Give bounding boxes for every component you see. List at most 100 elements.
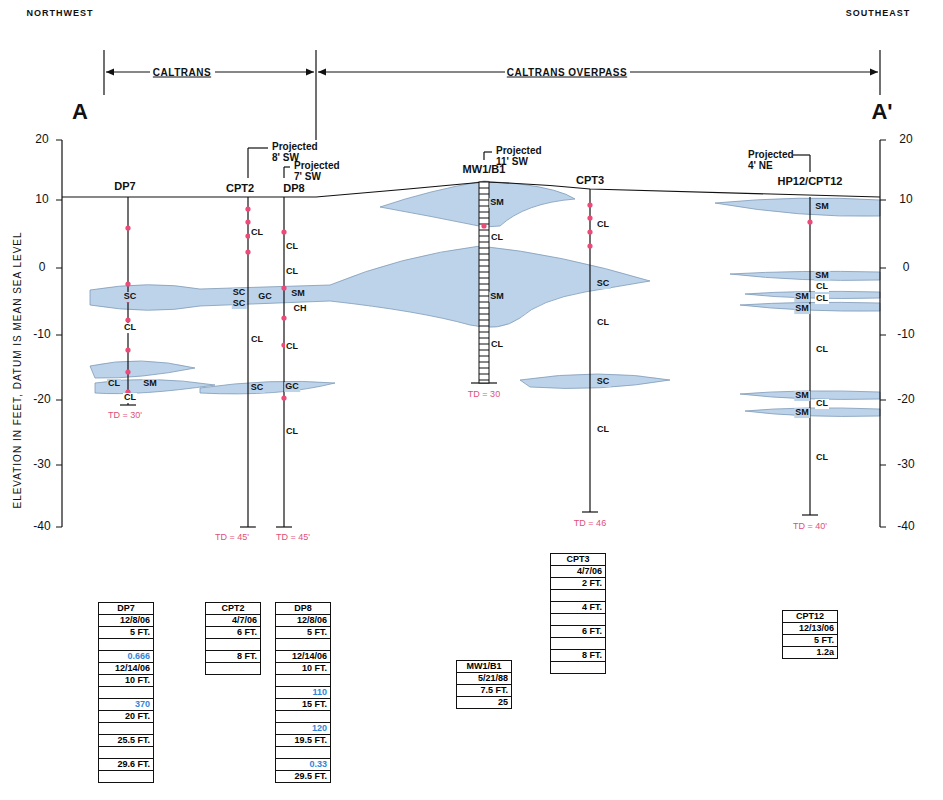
soil-code: SM xyxy=(290,289,306,299)
monitoring-well xyxy=(479,302,489,303)
axis-tick xyxy=(56,335,62,336)
monitoring-well xyxy=(479,248,489,249)
sample-table: MW1/B15/21/887.5 FT.25 xyxy=(456,660,512,709)
table-cell: 12/14/06 xyxy=(276,651,330,663)
section-label: CALTRANS OVERPASS xyxy=(507,67,627,78)
axis-tick xyxy=(56,465,62,466)
table-cell: 8 FT. xyxy=(551,650,605,662)
monitoring-well xyxy=(479,242,489,243)
axis-title: ELEVATION IN FEET, DATUM IS MEAN SEA LEV… xyxy=(12,231,23,508)
table-cell: 120 xyxy=(276,723,330,735)
monitoring-well xyxy=(479,194,489,195)
table-cell: 19.5 FT. xyxy=(276,735,330,747)
boring-line xyxy=(802,514,818,515)
monitoring-well xyxy=(479,356,489,357)
blank-cell xyxy=(99,771,153,782)
elevation-tick: -30 xyxy=(33,458,50,471)
table-cell: 10 FT. xyxy=(99,675,153,687)
blank-cell xyxy=(99,723,153,735)
sample-point xyxy=(587,215,592,220)
monitoring-well xyxy=(479,368,489,369)
total-depth: TD = 30 xyxy=(467,390,501,400)
soil-code: CL xyxy=(815,294,829,304)
blank-cell xyxy=(99,639,153,651)
soil-code: CL xyxy=(123,323,137,333)
soil-code: SC xyxy=(250,383,265,393)
monitoring-well xyxy=(479,308,489,309)
monitoring-well xyxy=(479,230,489,231)
elevation-tick: 10 xyxy=(899,193,912,206)
sample-point xyxy=(245,219,250,224)
soil-code: CL xyxy=(107,379,121,389)
soil-code: CL xyxy=(250,335,264,345)
axis-tick xyxy=(56,200,62,201)
monitoring-well xyxy=(479,254,489,255)
soil-code: CL xyxy=(596,220,610,230)
sample-point xyxy=(281,315,286,320)
sample-point xyxy=(245,249,250,254)
table-cell: 370 xyxy=(99,699,153,711)
table-cell: 25 xyxy=(457,697,511,708)
boring-name: HP12/CPT12 xyxy=(778,175,843,187)
table-cell: 12/8/06 xyxy=(99,615,153,627)
table-cell: 12/13/06 xyxy=(783,623,837,635)
boring-name: DP7 xyxy=(114,180,135,192)
table-header: CPT2 xyxy=(206,603,260,615)
soil-code: SC xyxy=(232,299,247,309)
table-cell: 12/8/06 xyxy=(276,615,330,627)
boring-line xyxy=(120,404,136,405)
monitoring-well xyxy=(479,182,489,383)
table-cell: 2 FT. xyxy=(551,578,605,590)
table-cell: 5/21/88 xyxy=(457,673,511,685)
boring-name: MW1/B1 xyxy=(463,163,506,175)
monitoring-well xyxy=(479,362,489,363)
axis-tick xyxy=(56,400,62,401)
sample-point xyxy=(125,202,812,400)
boring-line xyxy=(247,197,248,527)
monitoring-well xyxy=(479,326,489,327)
table-cell: 5 FT. xyxy=(99,627,153,639)
soil-code: CL xyxy=(815,345,829,355)
table-cell: 12/14/06 xyxy=(99,663,153,675)
total-depth: TD = 45' xyxy=(214,533,250,543)
table-cell: 29.5 FT. xyxy=(276,771,330,782)
monitoring-well xyxy=(479,278,489,279)
sample-point xyxy=(125,281,130,286)
elevation-tick: 20 xyxy=(899,133,912,146)
blank-cell xyxy=(276,675,330,687)
table-cell: 5 FT. xyxy=(783,635,837,647)
soil-code: CL xyxy=(596,425,610,435)
monitoring-well xyxy=(479,314,489,315)
soil-code: CL xyxy=(815,453,829,463)
soil-code: SC xyxy=(596,377,611,387)
elevation-tick: 0 xyxy=(903,261,910,274)
axis-tick xyxy=(880,527,886,528)
total-depth: TD = 40' xyxy=(792,522,828,532)
table-cell: 15 FT. xyxy=(276,699,330,711)
table-cell: 4/7/06 xyxy=(551,566,605,578)
monitoring-well xyxy=(479,338,489,339)
monitoring-well xyxy=(479,206,489,207)
projection-note: Projected 4' NE xyxy=(748,150,802,171)
elevation-tick: -10 xyxy=(33,328,50,341)
soil-code: SM xyxy=(814,271,830,281)
sample-point xyxy=(125,225,130,230)
monitoring-well xyxy=(479,212,489,213)
soil-code: SM xyxy=(489,198,505,208)
blank-cell xyxy=(276,747,330,759)
soil-code: CL xyxy=(285,267,299,277)
table-cell: 20 FT. xyxy=(99,711,153,723)
soil-code: CL xyxy=(490,233,504,243)
sample-point xyxy=(125,317,130,322)
projection-note: Projected 8' SW xyxy=(272,142,326,163)
table-cell: 0.33 xyxy=(276,759,330,771)
section-end: A' xyxy=(871,100,892,124)
sample-table: CPT24/7/066 FT.8 FT. xyxy=(205,602,261,675)
table-header: MW1/B1 xyxy=(457,661,511,673)
monitoring-well xyxy=(479,380,489,381)
monitoring-well xyxy=(479,284,489,285)
blank-cell xyxy=(276,639,330,651)
sample-table: DP712/8/065 FT.0.66612/14/0610 FT.37020 … xyxy=(98,602,154,783)
table-cell: 1.2a xyxy=(783,647,837,658)
elevation-tick: -20 xyxy=(33,393,50,406)
